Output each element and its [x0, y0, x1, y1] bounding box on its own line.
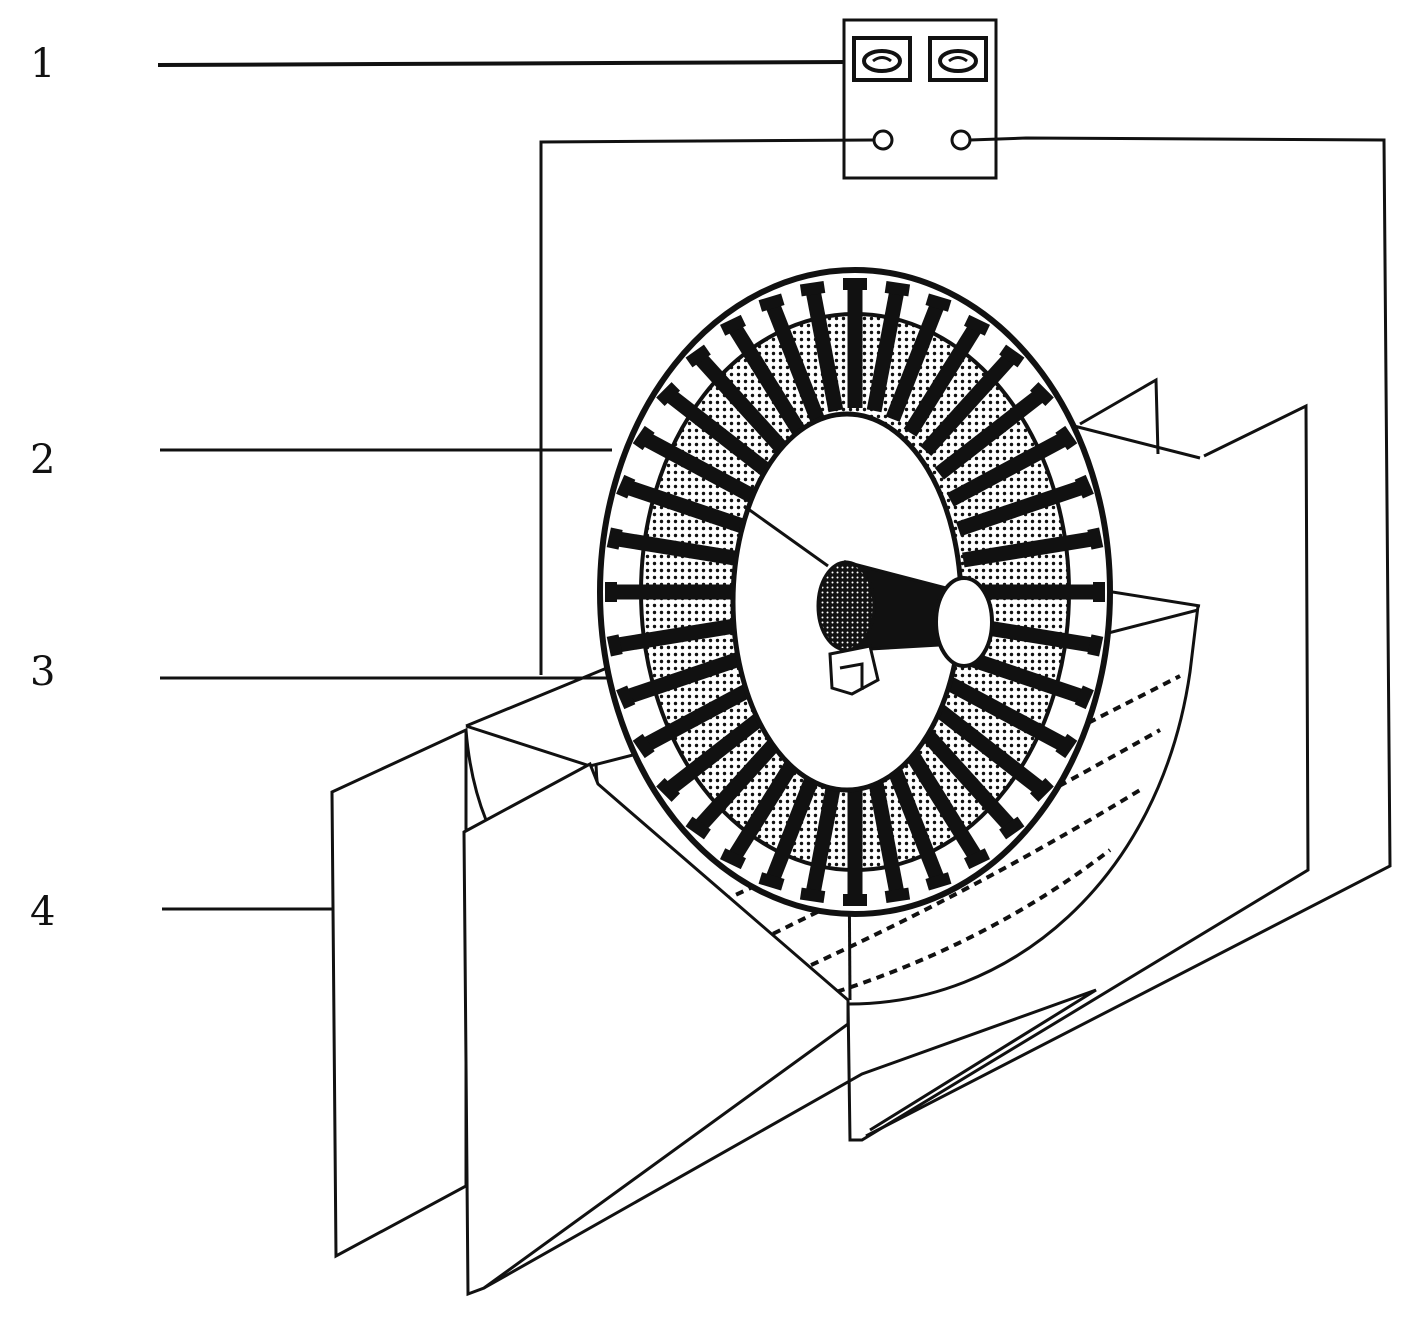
mount-block: [828, 644, 880, 696]
coil-segment: [885, 762, 947, 888]
wire-left: [539, 138, 875, 675]
inner-assembly: [743, 504, 994, 696]
electrode-plate-outer: [330, 727, 468, 1259]
coil-segment: [955, 647, 1091, 706]
coil-segment-cap: [616, 474, 636, 499]
coil-segment: [660, 385, 776, 480]
coil-segment-cap: [685, 816, 711, 840]
power-wires: [539, 136, 1392, 1138]
coil-segment-cap: [656, 382, 681, 406]
coil-segment-cap: [1074, 685, 1094, 710]
coil-segment: [885, 296, 947, 422]
coil-segment-cap: [799, 887, 826, 904]
coil-segment-cap: [925, 872, 952, 891]
coil-segment-cap: [1087, 634, 1104, 657]
coil-segment: [636, 677, 764, 755]
coil-segment: [946, 677, 1074, 755]
coil-segment: [724, 747, 807, 867]
coil-segment: [690, 727, 790, 837]
coil-segment: [724, 317, 807, 437]
coil-segment: [920, 727, 1020, 837]
coil-segment: [934, 704, 1050, 799]
coil-segment-cap: [1074, 474, 1094, 499]
coil-segments: [605, 278, 1105, 906]
coil-segment-cap: [758, 293, 785, 312]
callout-label-3: 3: [30, 649, 56, 695]
coil-segment-cap: [1055, 733, 1078, 759]
coil-segment-cap: [632, 425, 655, 451]
coil-segment: [866, 771, 906, 901]
coil-segment-cap: [758, 872, 785, 891]
coil-segment-cap: [632, 733, 655, 759]
wire-right: [865, 136, 1392, 1138]
coil-segment-cap: [1055, 425, 1078, 451]
coil-segment-cap: [999, 344, 1025, 368]
electrode-plates-front: [330, 727, 1097, 1297]
coil-segment-cap: [720, 848, 746, 870]
coil-segment-cap: [799, 280, 826, 297]
coil-segment-cap: [884, 280, 911, 297]
leader-lines: [157, 60, 849, 911]
coil-segment-cap: [1087, 527, 1104, 550]
coil-segment-cap: [964, 314, 990, 336]
tank-left-curve: [464, 729, 488, 821]
coil-segment: [962, 530, 1101, 568]
coil-segment-cap: [720, 314, 746, 336]
coil-segment-cap: [685, 344, 711, 368]
coil-segment: [903, 747, 986, 867]
coil-segment-cap: [1029, 778, 1054, 802]
control-box: [842, 18, 998, 180]
coil-segment-cap: [999, 816, 1025, 840]
coil-segment-cap: [616, 685, 636, 710]
coil-segment-cap: [1029, 382, 1054, 406]
coil-segment: [609, 530, 748, 568]
callout-label-4: 4: [30, 889, 56, 935]
coil-segment: [690, 347, 790, 457]
electrode-plate-rear: [846, 377, 1310, 1142]
coil-segment-cap: [606, 634, 623, 657]
coil-segment: [804, 283, 844, 413]
coil-segment-cap: [925, 293, 952, 312]
callout-label-2: 2: [30, 437, 56, 483]
coil-segment: [804, 771, 844, 901]
coil-segment-cap: [884, 887, 911, 904]
coil-segment: [609, 616, 748, 654]
coil-segment: [660, 704, 776, 799]
electrode-plate-inner: [462, 761, 850, 1297]
coil-segment: [955, 478, 1091, 537]
coil-segment: [636, 429, 764, 507]
coil-segment: [920, 347, 1020, 457]
coil-segment: [619, 647, 755, 706]
coil-segment: [763, 762, 825, 888]
coil-segment: [619, 478, 755, 537]
coil-segment: [946, 429, 1074, 507]
coil-segment: [866, 283, 906, 413]
coil-segment: [903, 317, 986, 437]
cone-mouth: [934, 576, 994, 668]
coil-segment-cap: [964, 848, 990, 870]
leader-line-1: [157, 60, 849, 67]
callout-label-1: 1: [30, 41, 56, 87]
mesh-end: [816, 560, 876, 652]
coil-segment: [934, 385, 1050, 480]
coil-segment: [763, 296, 825, 422]
coil-segment-cap: [606, 527, 623, 550]
coil-segment-cap: [656, 778, 681, 802]
